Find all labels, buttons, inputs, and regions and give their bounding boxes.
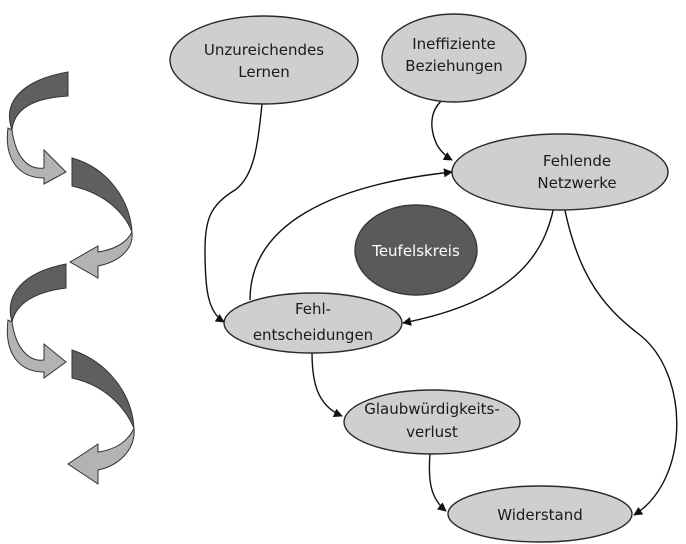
edge-fehlentscheidungen-to-glaubwuerdigkeit [311, 351, 343, 417]
edge-fehlentscheidungen-to-netzwerke [249, 168, 453, 301]
edge-lernen-to-fehlentscheidungen [204, 94, 264, 323]
node-unzureichendes-lernen: Unzureichendes Lernen [169, 15, 359, 105]
node-netzwerke-line-2: Netzwerke [537, 174, 616, 192]
node-fehlende-netzwerke: Fehlende Netzwerke [451, 133, 669, 211]
node-widerstand: Widerstand [447, 485, 633, 543]
spiral-band-2 [6, 127, 67, 185]
spiral-band-8 [67, 427, 135, 485]
spiral-band-1 [8, 71, 69, 131]
node-lernen-line-2: Lernen [238, 63, 289, 81]
node-netzwerke-line-1: Fehlende [543, 152, 611, 170]
edges [204, 94, 678, 516]
node-beziehungen-line-1: Ineffiziente [412, 35, 496, 53]
node-glaubwuerdigkeitsverlust: Glaubwürdigkeits- verlust [343, 389, 521, 455]
edge-glaubwuerdigkeit-to-widerstand [428, 452, 447, 512]
edge-beziehungen-to-netzwerke [431, 97, 453, 161]
edge-netzwerke-to-widerstand [561, 194, 678, 516]
spiral-band-5 [9, 263, 67, 323]
node-fehlentscheidungen-line-2: entscheidungen [253, 326, 373, 344]
node-fehlentscheidungen: Fehl- entscheidungen [223, 292, 403, 354]
center-label: Teufelskreis [371, 242, 460, 260]
spiral-band-4 [68, 230, 133, 279]
spiral-arrows-decoration [6, 71, 135, 485]
node-glaubwuerdigkeit-line-1: Glaubwürdigkeits- [364, 400, 500, 418]
spiral-band-7 [71, 349, 135, 429]
node-beziehungen-line-2: Beziehungen [405, 57, 503, 75]
node-lernen-line-1: Unzureichendes [204, 41, 324, 59]
edge-netzwerke-to-fehlentscheidungen [402, 194, 557, 326]
node-teufelskreis: Teufelskreis [354, 204, 478, 296]
node-fehlentscheidungen-line-1: Fehl- [295, 300, 331, 318]
node-widerstand-label: Widerstand [497, 506, 583, 524]
spiral-band-6 [6, 319, 67, 379]
spiral-band-3 [71, 157, 133, 233]
node-glaubwuerdigkeit-line-2: verlust [406, 423, 458, 441]
node-ineffiziente-beziehungen: Ineffiziente Beziehungen [381, 13, 527, 103]
